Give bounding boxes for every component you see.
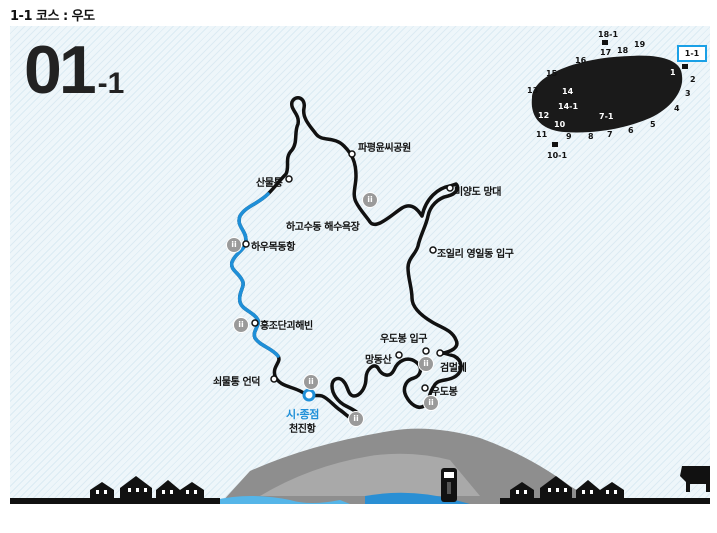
course-number-main: 01 (24, 32, 97, 108)
toilet-icon: ii (348, 411, 364, 427)
jeju-num: 10-1 (547, 151, 568, 160)
jeju-course-highlight: 1-1 (677, 45, 707, 62)
jeju-num: 14 (562, 87, 574, 96)
route-map-svg (10, 40, 710, 504)
jeju-num: 18-1 (598, 30, 619, 39)
jeju-num: 18 (617, 46, 629, 55)
label-papyeong: 파평윤씨공원 (358, 143, 411, 154)
jeju-num: 16 (575, 56, 587, 65)
jeju-num: 9 (566, 132, 572, 141)
toilet-icon: ii (226, 237, 242, 253)
cow-icon (680, 466, 710, 492)
jeju-num: 7-1 (599, 112, 614, 121)
toilet-icon: ii (423, 395, 439, 411)
label-udobong: 우도봉 (431, 387, 458, 398)
toilet-icon: ii (233, 317, 249, 333)
lighthouse-icon (441, 468, 457, 502)
start-point (302, 388, 316, 402)
label-hagosudong: 하고수동 해수욕장 (286, 222, 360, 233)
jeju-num: 6 (628, 126, 634, 135)
jeju-num: 1 (670, 68, 676, 77)
jeju-num: 12 (538, 111, 550, 120)
jeju-num: 19 (634, 40, 646, 49)
jeju-num: 13 (527, 86, 539, 95)
jeju-num: 5 (650, 120, 656, 129)
sea-water-left (215, 496, 350, 504)
toilet-icon: ii (303, 374, 319, 390)
course-number: 01-1 (24, 36, 124, 104)
label-bbiyangdo: 비양도 망대 (454, 187, 502, 198)
jeju-num: 7 (607, 130, 613, 139)
toilet-icon: ii (418, 356, 434, 372)
jeju-num: 2 (690, 75, 696, 84)
jeju-num: 17 (600, 48, 612, 57)
jeju-num: 3 (685, 89, 691, 98)
course-number-suffix: -1 (97, 67, 125, 100)
jeju-num: 11 (536, 130, 548, 139)
page-title: 1-1 코스 : 우도 (10, 9, 95, 24)
bottom-strip (0, 504, 717, 533)
label-hongjo: 홍조단괴해빈 (260, 321, 313, 332)
label-cheonjin: 천진항 (289, 424, 316, 435)
toilet-icon: ii (362, 192, 378, 208)
label-udobong-entrance: 우도봉 입구 (380, 334, 428, 345)
label-mangdongsan: 망동산 (365, 355, 392, 366)
label-hawoomok: 하우목동항 (251, 242, 296, 253)
route-highlight (229, 192, 280, 358)
label-joilri: 조일리 영일동 입구 (437, 249, 514, 260)
jeju-num: 15 (546, 69, 558, 78)
jeju-island-map (531, 40, 688, 147)
jeju-num: 4 (674, 104, 680, 113)
label-soemulttong: 쇠물통 언덕 (213, 377, 261, 388)
jeju-num: 14-1 (558, 102, 579, 111)
jeju-num: 8 (588, 132, 594, 141)
jeju-num: 10 (554, 120, 566, 129)
stop-points (242, 150, 454, 392)
map-panel: 01-1 (10, 26, 710, 504)
label-start: 시·종점 (286, 408, 319, 421)
label-geommeolle: 검멀레 (440, 363, 467, 374)
label-sanmulttong: 산물통 (256, 178, 283, 189)
